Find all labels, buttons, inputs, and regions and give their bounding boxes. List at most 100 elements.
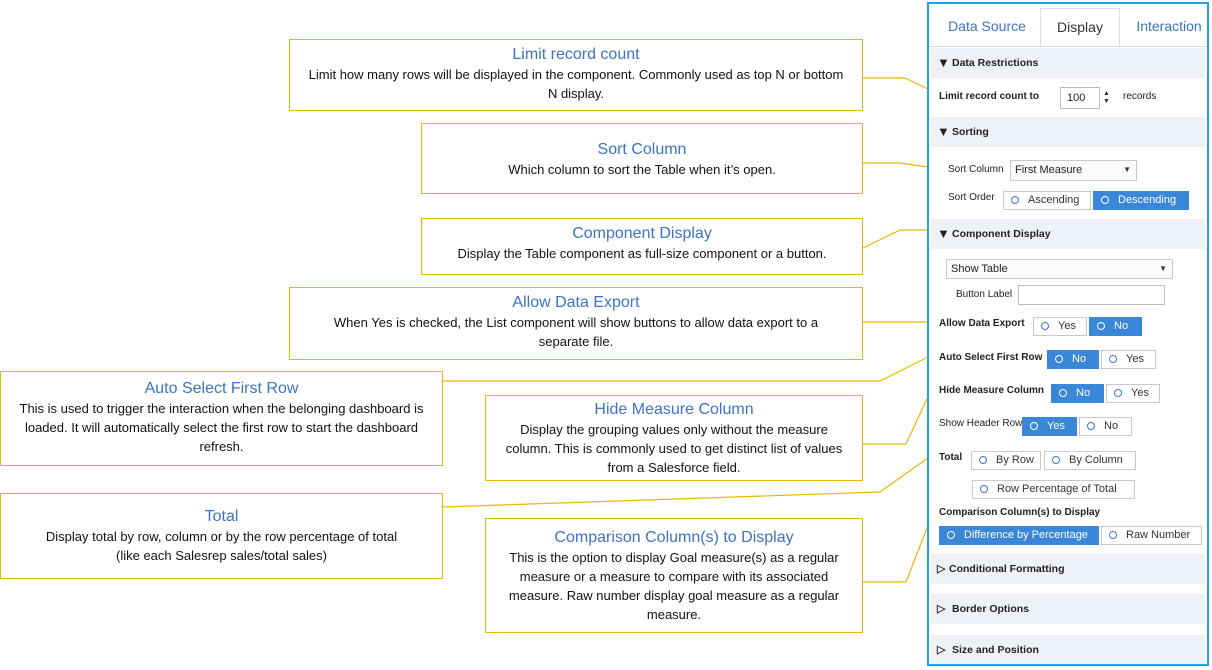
button-label-label: Button Label [956, 289, 1013, 300]
auto-select-no[interactable]: No [1047, 350, 1099, 369]
tab-data-source[interactable]: Data Source [948, 18, 1026, 34]
limit-record-input[interactable]: 100 [1060, 87, 1100, 109]
radio-icon [1097, 322, 1105, 330]
radio-icon [979, 456, 987, 464]
show-header-label: Show Header Row [939, 418, 1023, 429]
radio-icon [1114, 389, 1122, 397]
dropdown-arrow-icon: ▼ [1159, 264, 1167, 273]
tab-display[interactable]: Display [1040, 8, 1120, 46]
option-label: Descending [1118, 194, 1177, 206]
callout-description: This is used to trigger the interaction … [19, 401, 424, 454]
collapsed-triangle-icon: ▷ [937, 644, 946, 656]
callout-total: Total Display total by row, column or by… [0, 493, 443, 579]
allow-export-yes[interactable]: Yes [1033, 317, 1087, 336]
total-row-percentage[interactable]: Row Percentage of Total [972, 480, 1135, 499]
callout-sort-column: Sort Column Which column to sort the Tab… [421, 123, 863, 194]
limit-record-unit: records [1123, 91, 1157, 102]
panel-tabs: Data Source Display Interaction [929, 4, 1207, 47]
option-label: Raw Number [1126, 529, 1191, 541]
option-label: Ascending [1028, 194, 1080, 206]
section-conditional-formatting[interactable]: ▷ Conditional Formatting [931, 554, 1205, 584]
show-header-no[interactable]: No [1079, 417, 1132, 436]
properties-panel: Data Source Display Interaction ▼ Data R… [927, 2, 1209, 666]
callout-title: Comparison Column(s) to Display [554, 529, 794, 546]
collapsed-triangle-icon: ▷ [937, 603, 946, 615]
option-label: No [1114, 320, 1129, 332]
radio-icon [1011, 196, 1019, 204]
callout-description: Display the Table component as full-size… [457, 246, 827, 261]
comparison-raw-number[interactable]: Raw Number [1101, 526, 1202, 545]
section-size-and-position[interactable]: ▷ Size and Position [931, 635, 1205, 664]
callout-description: Display total by row, column or by the r… [45, 529, 398, 563]
sort-column-select[interactable]: First Measure ▼ [1010, 160, 1137, 181]
option-label: Yes [1131, 387, 1149, 399]
section-border-options[interactable]: ▷ Border Options [931, 594, 1205, 624]
radio-icon [1055, 355, 1063, 363]
callout-description: This is the option to display Goal measu… [508, 550, 840, 622]
radio-icon [1109, 355, 1117, 363]
callout-description: When Yes is checked, the List component … [333, 315, 819, 349]
total-by-row[interactable]: By Row [971, 451, 1041, 470]
display-mode-select[interactable]: Show Table ▼ [946, 259, 1173, 279]
option-label: No [1072, 353, 1087, 365]
callout-description: Which column to sort the Table when it’s… [508, 162, 776, 177]
section-title: Size and Position [952, 644, 1039, 656]
callout-title: Component Display [572, 225, 712, 242]
callout-description: Limit how many rows will be displayed in… [308, 67, 844, 101]
option-label: No [1104, 420, 1119, 432]
callout-comparison-columns: Comparison Column(s) to Display This is … [485, 518, 863, 633]
allow-export-label: Allow Data Export [939, 318, 1025, 329]
option-label: Row Percentage of Total [997, 483, 1117, 495]
sort-order-descending[interactable]: Descending [1093, 191, 1189, 210]
expanded-triangle-icon: ▼ [937, 226, 950, 241]
radio-icon [1109, 531, 1117, 539]
option-label: Yes [1047, 420, 1065, 432]
section-component-display[interactable]: ▼ Component Display [931, 219, 1205, 249]
show-header-yes[interactable]: Yes [1022, 417, 1077, 436]
section-sorting[interactable]: ▼ Sorting [931, 117, 1205, 147]
option-label: Yes [1126, 353, 1144, 365]
comparison-difference-by-percentage[interactable]: Difference by Percentage [939, 526, 1099, 545]
hide-measure-label: Hide Measure Column [939, 385, 1045, 396]
section-title: Component Display [952, 228, 1051, 240]
expanded-triangle-icon: ▼ [937, 124, 950, 139]
dropdown-arrow-icon: ▼ [1123, 165, 1131, 174]
hide-measure-no[interactable]: No [1051, 384, 1104, 403]
option-label: Difference by Percentage [964, 529, 1088, 541]
callout-component-display: Component Display Display the Table comp… [421, 218, 863, 275]
callout-allow-data-export: Allow Data Export When Yes is checked, t… [289, 287, 863, 360]
callout-title: Limit record count [512, 46, 640, 63]
callout-title: Sort Column [597, 141, 687, 158]
option-label: By Row [996, 454, 1034, 466]
sort-column-label: Sort Column [948, 164, 1004, 175]
radio-icon [1030, 422, 1038, 430]
callout-title: Auto Select First Row [144, 380, 299, 397]
hide-measure-yes[interactable]: Yes [1106, 384, 1160, 403]
callout-description: Display the grouping values only without… [505, 422, 843, 475]
radio-icon [947, 531, 955, 539]
total-label: Total [939, 452, 963, 463]
sort-order-ascending[interactable]: Ascending [1003, 191, 1091, 210]
expanded-triangle-icon: ▼ [937, 55, 950, 70]
button-label-input[interactable] [1018, 285, 1165, 305]
callout-title: Allow Data Export [512, 294, 640, 311]
display-mode-value: Show Table [951, 263, 1008, 275]
section-data-restrictions[interactable]: ▼ Data Restrictions [931, 48, 1205, 78]
sort-column-value: First Measure [1015, 164, 1083, 176]
limit-record-label: Limit record count to [939, 91, 1039, 102]
collapsed-triangle-icon: ▷ [937, 563, 946, 575]
auto-select-yes[interactable]: Yes [1101, 350, 1156, 369]
radio-icon [1052, 456, 1060, 464]
allow-export-no[interactable]: No [1089, 317, 1142, 336]
comparison-label: Comparison Column(s) to Display [939, 507, 1101, 518]
radio-icon [1041, 322, 1049, 330]
tab-interaction[interactable]: Interaction [1136, 18, 1202, 34]
sort-order-label: Sort Order [948, 192, 995, 203]
option-label: Yes [1058, 320, 1076, 332]
radio-icon [980, 485, 988, 493]
section-title: Sorting [952, 126, 989, 138]
spinner-icon[interactable]: ▲▼ [1103, 90, 1110, 105]
total-by-column[interactable]: By Column [1044, 451, 1136, 470]
section-title: Conditional Formatting [949, 563, 1065, 575]
radio-icon [1101, 196, 1109, 204]
